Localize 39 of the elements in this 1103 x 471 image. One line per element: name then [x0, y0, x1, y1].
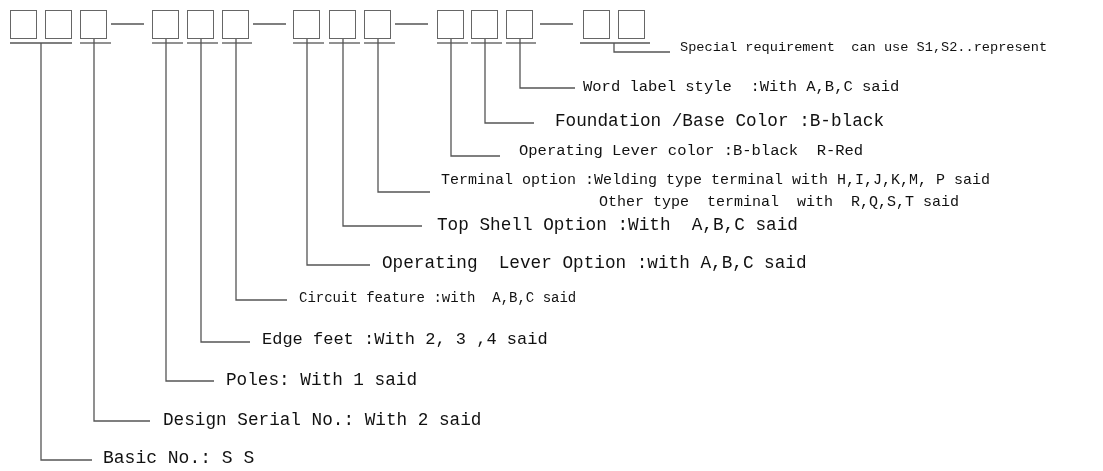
code-box — [583, 10, 610, 39]
code-box — [364, 10, 391, 39]
callout-text: Special requirement can use S1,S2..represent — [670, 37, 1048, 59]
code-box — [10, 10, 37, 39]
leader-line — [40, 42, 93, 461]
leader-line — [93, 38, 151, 422]
code-box — [222, 10, 249, 39]
code-box — [187, 10, 214, 39]
leader-line — [200, 38, 251, 343]
leader-line — [519, 38, 576, 89]
leader-line — [450, 38, 501, 157]
leader-line — [165, 38, 215, 382]
leader-line — [377, 38, 431, 193]
callout-text: Operating Lever color :B-black R-Red — [500, 140, 864, 162]
callout-text: Design Serial No.: With 2 said — [150, 409, 482, 431]
leader-line — [235, 38, 288, 301]
leader-line — [306, 38, 371, 266]
leader-line — [613, 42, 671, 53]
code-box — [45, 10, 72, 39]
callout-text: Circuit feature :with A,B,C said — [287, 287, 577, 309]
code-box — [437, 10, 464, 39]
leader-line — [484, 38, 535, 124]
callout-text: Basic No.: S S — [92, 447, 255, 469]
code-box — [293, 10, 320, 39]
callout-text: Foundation /Base Color :B-black — [534, 110, 885, 132]
code-box — [506, 10, 533, 39]
code-box — [152, 10, 179, 39]
callout-text: Other type terminal with R,Q,S,T said — [598, 193, 961, 213]
callout-text: Edge feet :With 2, 3 ,4 said — [250, 329, 548, 351]
code-box — [471, 10, 498, 39]
callout-text: Word label style :With A,B,C said — [575, 76, 900, 98]
code-box — [618, 10, 645, 39]
callout-text: Poles: With 1 said — [214, 369, 418, 391]
code-box — [80, 10, 107, 39]
callout-text: Terminal option :Welding type terminal with H,I,J,K,M, P said — [441, 171, 991, 191]
leader-line — [342, 38, 423, 227]
callout-text: Operating Lever Option :with A,B,C said — [370, 252, 807, 274]
code-box — [329, 10, 356, 39]
callout-text: Top Shell Option :With A,B,C said — [422, 214, 798, 236]
